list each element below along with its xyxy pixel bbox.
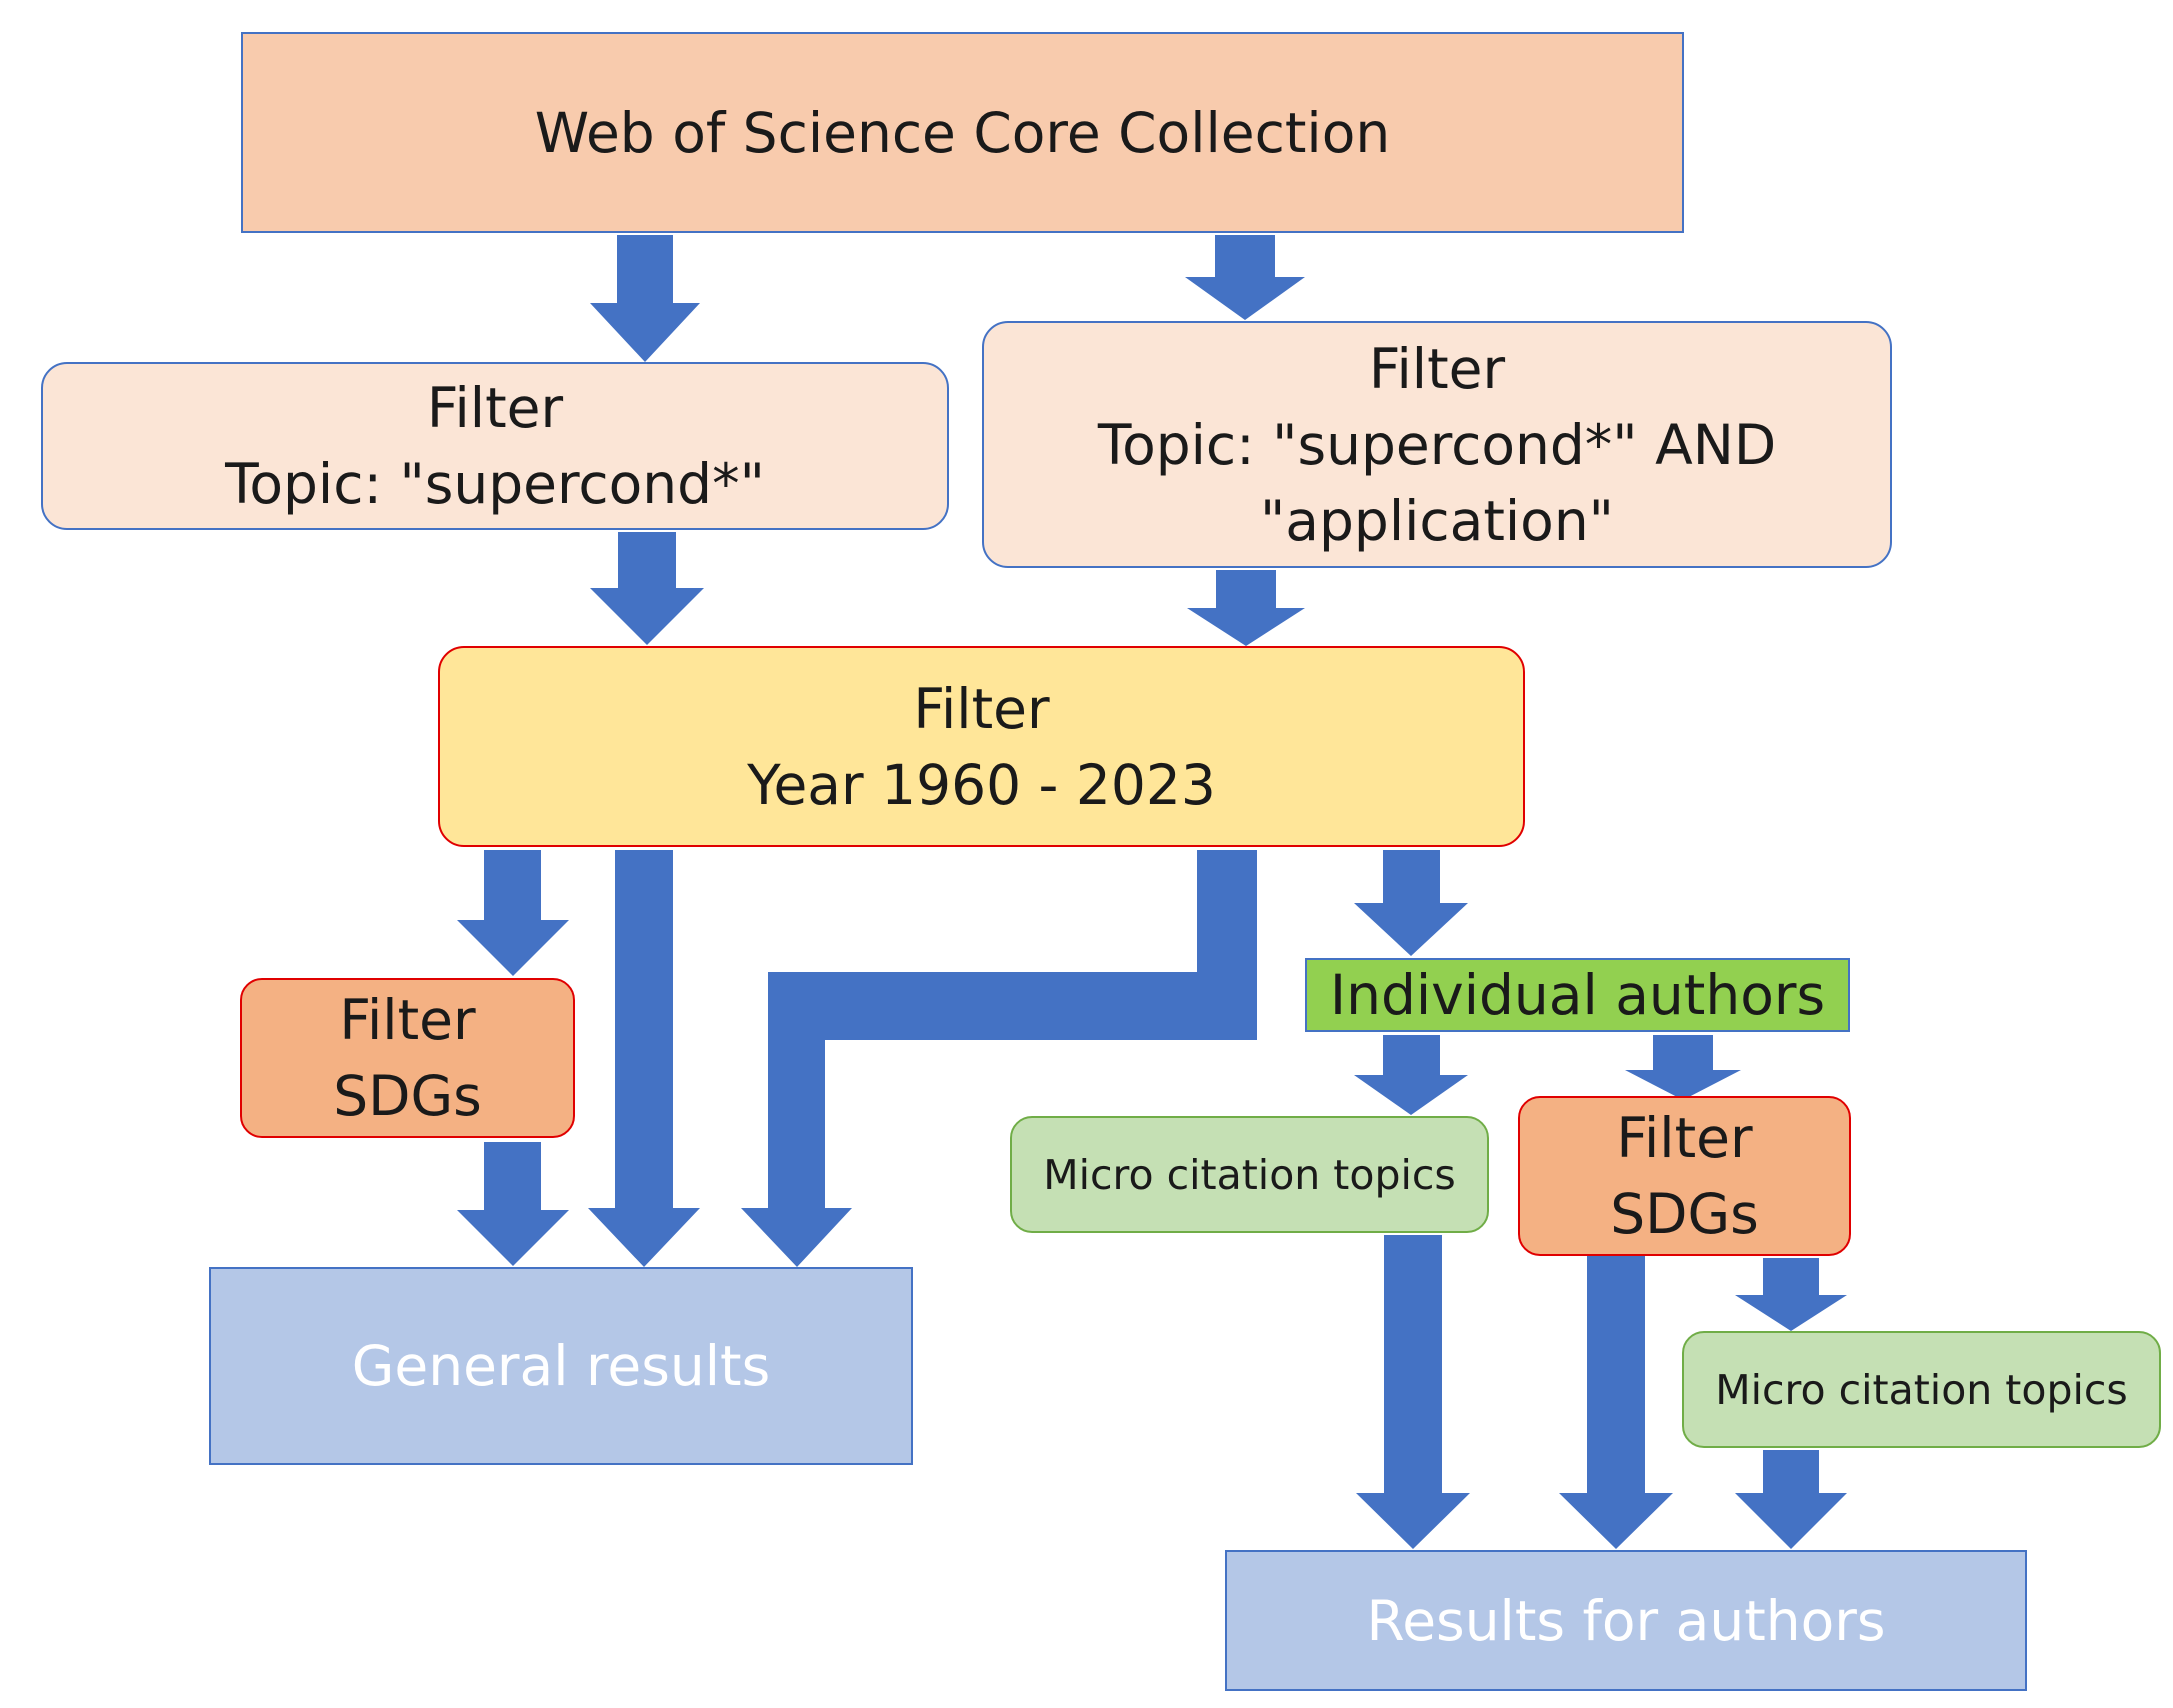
topic-filter-b-query: Topic: "supercond*" AND xyxy=(1097,412,1777,477)
topic-filter-b-query-cont: "application" xyxy=(1260,488,1614,553)
topic-filter-b-title: Filter xyxy=(1368,336,1506,401)
general-results-box: General results xyxy=(209,1267,913,1465)
arrow-authors-to-sdg-b xyxy=(1625,1035,1741,1100)
micro-topics-a-label: Micro citation topics xyxy=(1043,1150,1456,1199)
author-results-box: Results for authors xyxy=(1225,1550,2027,1691)
sdg-filter-box-b: Filter SDGs xyxy=(1518,1096,1851,1256)
sdg-filter-b-label: SDGs xyxy=(1610,1182,1759,1246)
source-label: Web of Science Core Collection xyxy=(534,100,1391,165)
year-filter-title: Filter xyxy=(913,676,1050,741)
micro-topics-box-b: Micro citation topics xyxy=(1682,1331,2161,1448)
arrow-source-to-topic-a xyxy=(590,235,700,362)
topic-filter-a-query: Topic: "supercond*" xyxy=(225,452,765,516)
micro-topics-b-label: Micro citation topics xyxy=(1715,1365,2128,1414)
arrow-micro-b-to-author-results xyxy=(1735,1450,1847,1549)
arrow-year-to-sdg-a xyxy=(457,850,569,976)
topic-filter-box-b: Filter Topic: "supercond*" AND "applicat… xyxy=(982,321,1892,568)
sdg-filter-a-label: SDGs xyxy=(333,1064,482,1128)
source-box: Web of Science Core Collection xyxy=(241,32,1684,233)
arrow-sdg-a-to-general-results xyxy=(457,1142,569,1266)
individual-authors-label: Individual authors xyxy=(1329,963,1826,1027)
sdg-filter-box-a: Filter SDGs xyxy=(240,978,575,1138)
general-results-label: General results xyxy=(351,1334,771,1398)
year-filter-range: Year 1960 - 2023 xyxy=(747,752,1216,817)
year-filter-box: Filter Year 1960 - 2023 xyxy=(438,646,1525,847)
arrow-sdg-b-to-author-results xyxy=(1559,1255,1673,1549)
arrow-topic-a-to-year xyxy=(590,532,704,645)
arrow-source-to-topic-b xyxy=(1185,235,1305,320)
author-results-label: Results for authors xyxy=(1366,1588,1886,1653)
arrow-authors-to-micro-a xyxy=(1354,1035,1468,1115)
sdg-filter-a-title: Filter xyxy=(339,988,476,1052)
micro-topics-box-a: Micro citation topics xyxy=(1010,1116,1489,1233)
topic-filter-a-title: Filter xyxy=(426,376,564,440)
arrow-year-elbow-to-general-results xyxy=(741,850,1257,1267)
topic-filter-box-a: Filter Topic: "supercond*" xyxy=(41,362,949,530)
arrow-topic-b-to-year xyxy=(1187,570,1305,646)
arrow-sdg-b-to-micro-b xyxy=(1735,1258,1847,1331)
arrow-year-to-authors xyxy=(1354,850,1468,956)
sdg-filter-b-title: Filter xyxy=(1616,1106,1753,1170)
individual-authors-box: Individual authors xyxy=(1305,958,1850,1032)
arrow-micro-a-to-author-results xyxy=(1356,1235,1470,1549)
arrow-year-to-general-results xyxy=(588,850,700,1267)
